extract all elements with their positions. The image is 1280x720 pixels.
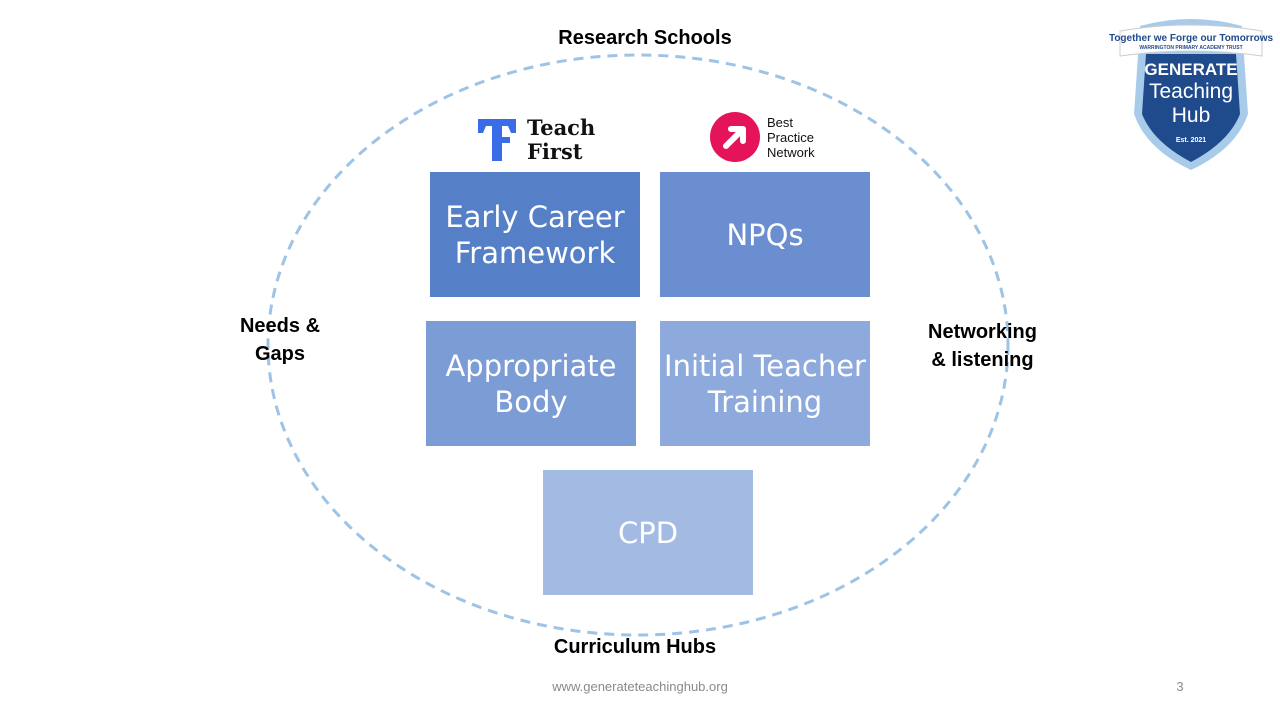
logo-generate: GENERATE	[1144, 60, 1238, 79]
teach-first-t-icon	[478, 119, 516, 161]
box-text: CPD	[617, 515, 679, 550]
teach-first-text: First	[527, 139, 583, 164]
label-networking: Networking & listening	[900, 318, 1065, 374]
box-text: Early Career	[445, 199, 625, 234]
generate-teaching-hub-logo: Together we Forge our Tomorrows WARRINGT…	[1109, 14, 1273, 172]
footer-url: www.generateteachinghub.org	[552, 679, 728, 694]
label-needs-gaps: Needs & Gaps	[200, 312, 360, 368]
logo-hub: Hub	[1171, 104, 1211, 127]
label-curriculum-hubs: Curriculum Hubs	[553, 636, 717, 658]
label-line: Gaps	[254, 343, 306, 365]
box-text: NPQs	[726, 217, 804, 252]
label-line: Needs &	[239, 315, 321, 337]
box-text: Training	[707, 384, 823, 419]
label-line: Networking	[928, 321, 1037, 343]
teach-first-text: Teach	[527, 115, 596, 140]
teach-first-logo: Teach First	[478, 116, 608, 164]
label-research-schools: Research Schools	[558, 27, 732, 49]
logo-est: Est. 2021	[1175, 137, 1207, 144]
bpn-text: Best	[767, 115, 794, 130]
page-number: 3	[1176, 679, 1184, 694]
best-practice-network-logo: Best Practice Network	[710, 112, 840, 162]
logo-banner: Together we Forge our Tomorrows	[1108, 33, 1274, 44]
bpn-text: Network	[767, 145, 815, 160]
box-npqs: NPQs	[660, 172, 870, 297]
arrow-circle-icon	[710, 112, 760, 162]
box-cpd: CPD	[543, 470, 753, 595]
logo-teaching: Teaching	[1148, 80, 1234, 103]
bpn-text: Practice	[767, 130, 814, 145]
box-text: Framework	[454, 235, 616, 270]
box-text: Body	[494, 384, 568, 419]
shield-icon	[1119, 19, 1263, 170]
box-text: Appropriate	[445, 348, 617, 383]
box-text: Initial Teacher	[664, 348, 866, 383]
label-line: & listening	[931, 349, 1034, 371]
logo-trust: WARRINGTON PRIMARY ACADEMY TRUST	[1139, 45, 1243, 51]
